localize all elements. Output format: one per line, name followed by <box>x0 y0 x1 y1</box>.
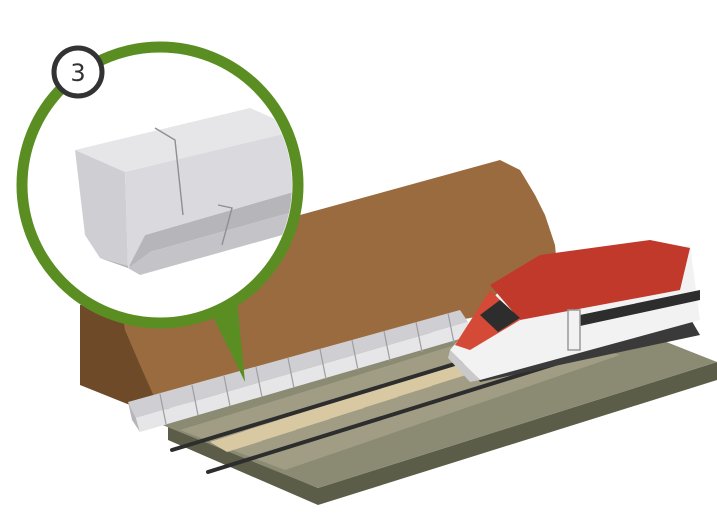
badge-number: 3 <box>70 59 85 87</box>
numbered-circle-badge: 3 <box>54 48 102 96</box>
